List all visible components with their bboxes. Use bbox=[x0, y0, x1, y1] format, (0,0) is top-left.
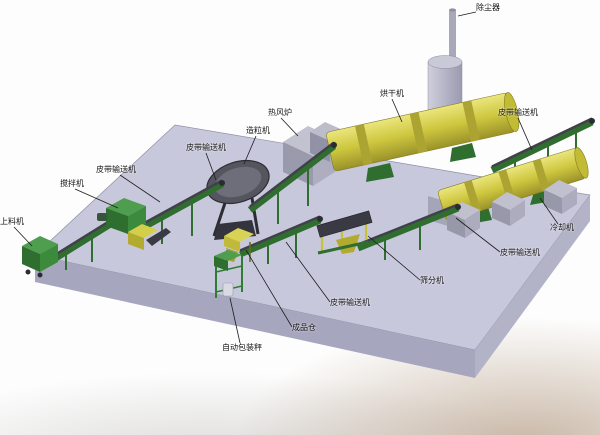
packing-scale-body bbox=[214, 250, 243, 298]
mixer-top bbox=[106, 198, 146, 216]
block-front bbox=[544, 190, 562, 214]
feeder-wheel bbox=[25, 269, 31, 275]
packer-head-top bbox=[214, 250, 242, 261]
mixer-front bbox=[106, 208, 128, 234]
dryer-ring-3 bbox=[462, 100, 480, 142]
mixer-discharge-top bbox=[128, 224, 158, 238]
leader-dryer bbox=[391, 98, 403, 123]
bin-top bbox=[224, 228, 254, 242]
screen-deck bbox=[316, 210, 373, 238]
label-belt-conveyor-4: 皮带输送机 bbox=[500, 248, 540, 257]
screen-base bbox=[317, 240, 369, 255]
leader-belt-2 bbox=[205, 152, 217, 181]
leader-belt-1 bbox=[119, 174, 161, 203]
dryer-stand-1 bbox=[366, 163, 394, 182]
packer-head-front bbox=[214, 256, 228, 271]
block-front bbox=[492, 202, 510, 226]
platform-slab bbox=[34, 124, 591, 378]
cooler-ring-1 bbox=[464, 180, 482, 214]
label-mixer: 搅拌机 bbox=[60, 179, 84, 188]
leader-screen bbox=[367, 235, 421, 281]
label-screening-machine: 筛分机 bbox=[420, 276, 444, 285]
packer-crossbar bbox=[215, 265, 243, 273]
conveyor-belt bbox=[357, 203, 459, 246]
conveyor-head-pulley bbox=[219, 180, 225, 186]
feeder-machine bbox=[22, 236, 58, 278]
feeder-side bbox=[40, 244, 58, 272]
platform-side-face bbox=[475, 195, 590, 378]
block-front bbox=[447, 212, 465, 238]
label-belt-conveyor-2: 皮带输送机 bbox=[186, 143, 226, 152]
leader-belt-5 bbox=[285, 241, 331, 303]
packer-bag bbox=[222, 282, 234, 297]
label-packing-scale: 自动包装秤 bbox=[222, 343, 262, 352]
conveyor-belt bbox=[137, 179, 223, 228]
label-belt-conveyor-1: 皮带输送机 bbox=[96, 165, 136, 174]
label-cooler: 冷却机 bbox=[550, 223, 574, 232]
rotary-dryer bbox=[326, 92, 520, 182]
cooler-end-cap bbox=[574, 147, 589, 179]
conveyor-head-pulley bbox=[589, 118, 595, 124]
conveyor-frame bbox=[238, 216, 322, 258]
label-dust-collector: 除尘器 bbox=[476, 3, 500, 12]
leader-feeder bbox=[13, 226, 33, 247]
feeder-front bbox=[22, 246, 40, 272]
mixer-side bbox=[128, 206, 146, 234]
bin-front bbox=[224, 236, 240, 252]
label-dryer: 烘干机 bbox=[380, 89, 404, 98]
label-belt-conveyor-5: 皮带输送机 bbox=[330, 298, 370, 307]
cooler-ring-3 bbox=[532, 158, 550, 192]
block-side bbox=[562, 188, 577, 214]
conveyor-frame bbox=[136, 180, 224, 234]
label-belt-conveyor-3: 皮带输送机 bbox=[498, 108, 538, 117]
screening-machine-body bbox=[316, 210, 373, 255]
dryer-ring-1 bbox=[355, 124, 373, 166]
block-side bbox=[465, 210, 480, 238]
conveyor-belt bbox=[239, 215, 321, 252]
belt-conveyor-bin-to-screen bbox=[238, 215, 323, 264]
feeder-wheel bbox=[37, 272, 43, 278]
conveyor-head-pulley bbox=[331, 142, 337, 148]
stack-pipe-top bbox=[449, 8, 456, 12]
label-hot-air-furnace: 热风炉 bbox=[268, 108, 292, 117]
leader-lines bbox=[13, 11, 559, 344]
mixer-discharge-front bbox=[128, 232, 144, 250]
platform-front-face bbox=[35, 255, 475, 378]
conveyor-belt bbox=[249, 141, 335, 208]
mixer-machine bbox=[97, 198, 171, 250]
leader-granulator bbox=[243, 135, 257, 165]
conveyor-head-pulley bbox=[455, 204, 461, 210]
leader-mixer bbox=[74, 188, 119, 209]
dryer-stand-2 bbox=[450, 143, 476, 162]
belt-conveyor-granulator-to-dryer bbox=[247, 141, 337, 224]
mixer-stairs bbox=[146, 228, 171, 246]
leader-packer bbox=[229, 297, 241, 344]
stack-pipe bbox=[449, 10, 456, 64]
leader-cooler bbox=[539, 197, 559, 225]
belt-conveyor-mixer-to-granulator bbox=[136, 179, 225, 244]
leader-furnace bbox=[280, 117, 299, 137]
label-granulator: 造粒机 bbox=[246, 126, 270, 135]
dryer-ring-2 bbox=[409, 112, 428, 154]
leader-dust-collector bbox=[457, 11, 477, 17]
cyclone-dome bbox=[427, 55, 463, 69]
conveyor-frame bbox=[490, 118, 594, 174]
conveyor-head-pulley bbox=[317, 216, 323, 222]
leader-belt-4 bbox=[455, 217, 501, 253]
mixer-motor bbox=[97, 213, 107, 221]
granulator-leg bbox=[212, 199, 228, 237]
conveyor-frame bbox=[247, 143, 337, 213]
label-finished-bin: 成品仓 bbox=[292, 323, 316, 332]
feeder-top bbox=[22, 236, 58, 254]
block-side bbox=[510, 200, 525, 226]
dryer-end-cap bbox=[504, 92, 520, 132]
conveyor-belt bbox=[491, 117, 593, 168]
granulator-disc-inner bbox=[214, 166, 262, 198]
label-feeder: 上料机 bbox=[0, 217, 24, 226]
leader-belt-3 bbox=[517, 117, 533, 151]
leader-bin bbox=[245, 249, 293, 328]
